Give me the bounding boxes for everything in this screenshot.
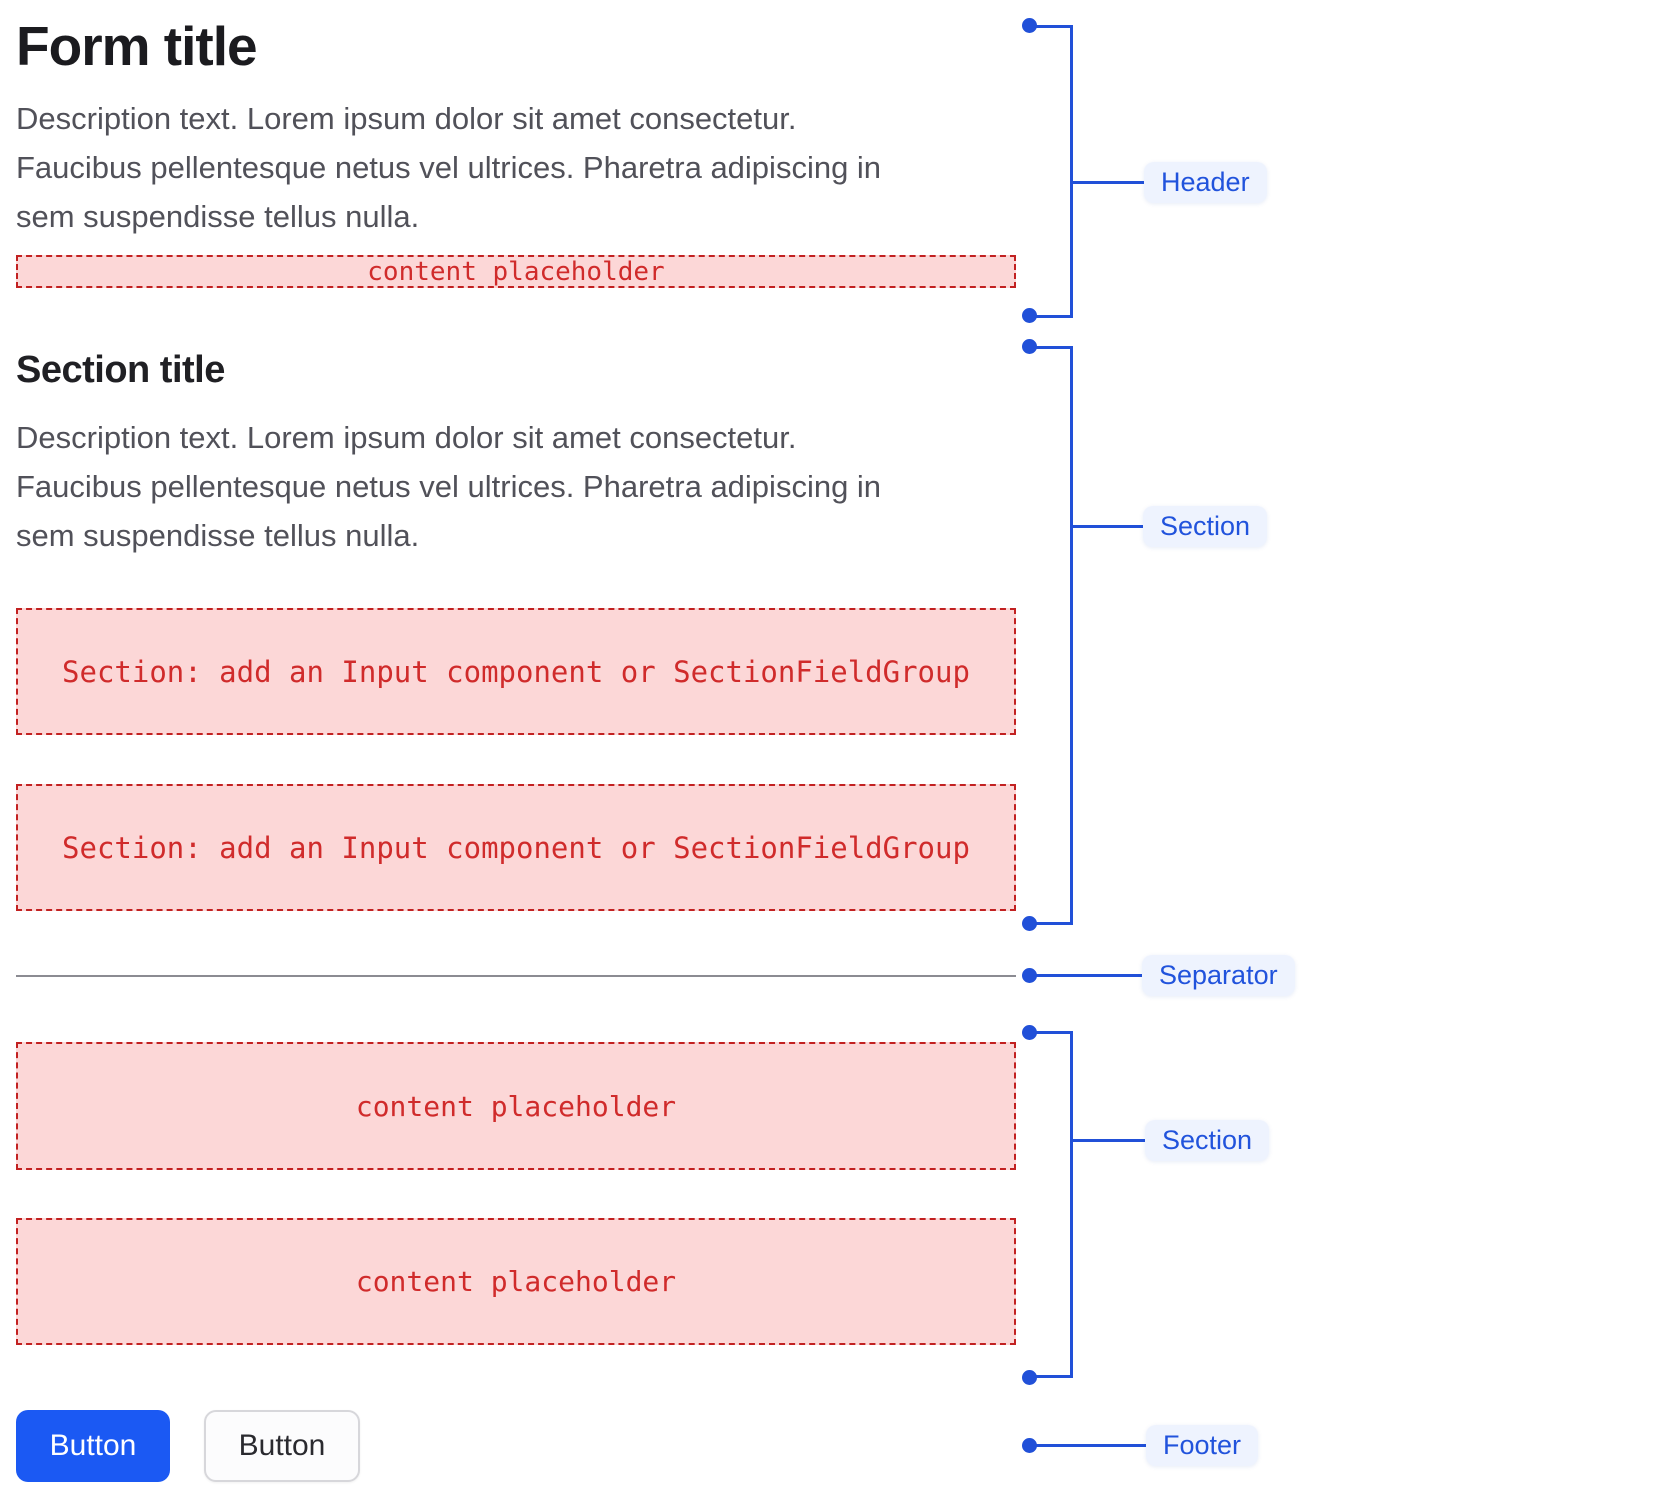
bracket-dot xyxy=(1022,308,1037,323)
label-connector-line xyxy=(1036,974,1142,977)
bracket-dot xyxy=(1022,916,1037,931)
bracket-line xyxy=(1070,25,1073,318)
bracket-line xyxy=(1070,346,1073,925)
bracket-line xyxy=(1036,1375,1070,1378)
bracket-line xyxy=(1036,922,1070,925)
separator-line xyxy=(16,975,1016,977)
section-title: Section title xyxy=(16,349,225,391)
primary-button[interactable]: Button xyxy=(16,1410,170,1482)
bracket-line xyxy=(1034,346,1072,349)
label-connector-line xyxy=(1073,525,1143,528)
bracket-line xyxy=(1036,315,1070,318)
section-input-placeholder: Section: add an Input component or Secti… xyxy=(16,784,1016,911)
bracket-line xyxy=(1034,1031,1072,1034)
bracket-dot xyxy=(1022,18,1037,33)
bracket-dot xyxy=(1022,1025,1037,1040)
content-placeholder: content placeholder xyxy=(16,1042,1016,1170)
bracket-line xyxy=(1070,1031,1073,1378)
secondary-button[interactable]: Button xyxy=(204,1410,360,1482)
form-description: Description text. Lorem ipsum dolor sit … xyxy=(16,101,882,234)
label-connector-line xyxy=(1036,1444,1146,1447)
header-content-placeholder: content placeholder xyxy=(16,255,1016,288)
content-placeholder: content placeholder xyxy=(16,1218,1016,1345)
annotation-label-section: Section xyxy=(1145,1120,1270,1161)
bracket-dot xyxy=(1022,339,1037,354)
section-description: Description text. Lorem ipsum dolor sit … xyxy=(16,420,882,553)
section-input-placeholder: Section: add an Input component or Secti… xyxy=(16,608,1016,735)
pointer-dot xyxy=(1022,968,1037,983)
bracket-line xyxy=(1034,25,1072,28)
bracket-dot xyxy=(1022,1370,1037,1385)
form-title: Form title xyxy=(16,15,258,77)
label-connector-line xyxy=(1073,1139,1145,1142)
pointer-dot xyxy=(1022,1438,1037,1453)
annotation-label-section: Section xyxy=(1143,506,1268,547)
annotation-label-header: Header xyxy=(1144,162,1267,203)
annotation-label-separator: Separator xyxy=(1142,955,1295,996)
label-connector-line xyxy=(1073,181,1144,184)
annotation-label-footer: Footer xyxy=(1146,1425,1259,1466)
